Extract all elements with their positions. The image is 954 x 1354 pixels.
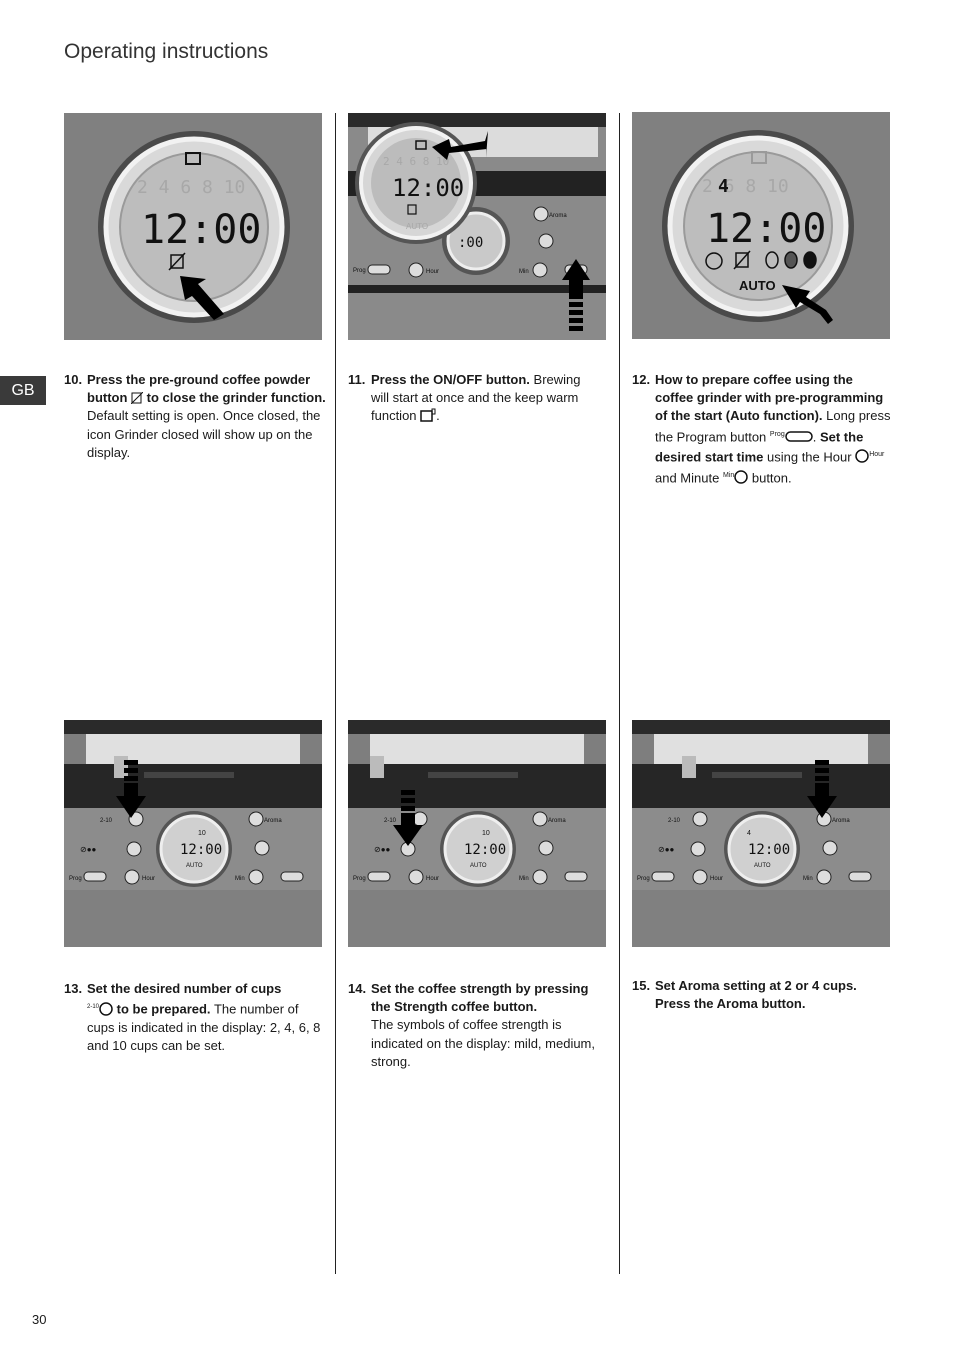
svg-text:2 6 8 10: 2 6 8 10 [702, 176, 789, 197]
step-13: 13. Set the desired number of cups 2-10 … [64, 980, 326, 1055]
step-description: The symbols of coffee strength is indica… [371, 1017, 596, 1069]
svg-text:Aroma: Aroma [264, 818, 282, 824]
svg-text:12:00: 12:00 [180, 842, 222, 858]
min-label: Min [722, 471, 735, 479]
svg-text:Prog: Prog [69, 876, 82, 882]
language-tab: GB [0, 376, 46, 405]
step-description: Default setting is open. Once closed, th… [87, 408, 321, 460]
svg-text:2-10: 2-10 [100, 818, 113, 824]
step-number: 10. [64, 372, 83, 387]
arrow-icon [562, 259, 590, 299]
svg-text:Hour: Hour [710, 876, 723, 882]
step-number: 12. [632, 372, 651, 387]
step-number: 11. [348, 372, 366, 387]
step-description: and Minute [655, 470, 720, 485]
svg-text:12:00: 12:00 [706, 206, 826, 252]
step-15: 15. Set Aroma setting at 2 or 4 cups. Pr… [632, 977, 892, 1013]
figure-step-10: 2 4 6 8 10 12:00 [64, 113, 322, 340]
svg-text:Aroma: Aroma [548, 818, 566, 824]
step-number: 13. [64, 981, 83, 996]
figure-step-12: 2 6 8 10 4 12:00 AUTO [632, 112, 890, 339]
svg-text:AUTO: AUTO [470, 863, 487, 869]
svg-text:12:00: 12:00 [748, 842, 790, 858]
arrow-icon [393, 813, 423, 846]
step-instruction: to be prepared. [116, 1001, 211, 1017]
svg-text:12:00: 12:00 [464, 842, 506, 858]
step-14: 14. Set the coffee strength by pressing … [348, 980, 602, 1071]
arrow-icon [782, 285, 833, 324]
page-number: 30 [32, 1312, 47, 1327]
svg-text:Aroma: Aroma [549, 213, 567, 219]
step-instruction: Press the pre-ground coffee powder butto… [87, 372, 311, 406]
svg-text:AUTO: AUTO [739, 278, 776, 293]
svg-text:⊘●●: ⊘●● [374, 845, 391, 854]
step-10: 10. Press the pre-ground coffee powder b… [64, 371, 326, 462]
svg-text::00: :00 [458, 235, 483, 251]
lcd-time: 12:00 [141, 207, 261, 253]
hour-label: Hour [869, 451, 885, 459]
svg-text:Hour: Hour [426, 876, 439, 882]
arrow-icon [807, 783, 837, 818]
step-description: The number of cups is indicated in the d… [87, 1001, 321, 1053]
svg-text:AUTO: AUTO [186, 863, 203, 869]
cups-button-icon [99, 1001, 113, 1016]
step-number: 15. [632, 978, 651, 993]
grinder-closed-icon [131, 392, 144, 405]
page-title: Operating instructions [64, 40, 269, 63]
step-instruction: Set Aroma setting at 2 or 4 cups. Press … [655, 978, 857, 1012]
prog-label: Prog [769, 430, 785, 438]
figure-step-14: 2-10 ⊘●● 10 12:00 AUTO Aroma Prog Hour M… [348, 720, 606, 947]
svg-text:2 4 6 8 10: 2 4 6 8 10 [137, 177, 245, 198]
step-12: 12. How to prepare coffee using the coff… [632, 371, 892, 487]
hour-button-icon [855, 449, 869, 464]
svg-text:Min: Min [519, 269, 529, 275]
figure-step-11: :00 Aroma Prog Hour Min 2 4 6 8 10 12:00… [348, 113, 606, 340]
svg-text:2 4 6 8 10: 2 4 6 8 10 [383, 155, 449, 168]
step-11: 11. Press the ON/OFF button. Brewing wil… [348, 371, 598, 426]
svg-text:Min: Min [803, 876, 813, 882]
column-divider [619, 113, 620, 1274]
svg-text:Aroma: Aroma [832, 818, 850, 824]
svg-text:⊘●●: ⊘●● [80, 845, 97, 854]
arrow-icon [180, 276, 224, 320]
arrow-icon [432, 131, 488, 160]
figure-step-13: 2-10 ⊘●● 10 12:00 AUTO Aroma Prog Hour M… [64, 720, 322, 947]
step-instruction: Set the desired number of cups [87, 981, 282, 996]
step-instruction: Set the desired start time [655, 428, 864, 465]
arrow-icon [116, 783, 146, 818]
cups-label: 2-10 [87, 1004, 100, 1011]
step-instruction: Set the coffee strength by pressing the … [371, 981, 589, 1015]
column-divider [335, 113, 336, 1274]
svg-text:2-10: 2-10 [384, 818, 397, 824]
svg-text:10: 10 [482, 830, 490, 837]
step-description: Brewing will start at once and the keep … [371, 372, 581, 424]
svg-text:12:00: 12:00 [392, 174, 464, 202]
step-description: button. [751, 470, 792, 485]
step-number: 14. [348, 981, 367, 996]
step-description: using the Hour [767, 449, 852, 465]
svg-text:4: 4 [718, 176, 729, 197]
svg-text:4: 4 [747, 830, 751, 837]
svg-text:Prog: Prog [353, 268, 366, 274]
figure-step-15: 2-10 ⊘●● 4 12:00 AUTO Aroma Prog Hour Mi… [632, 720, 890, 947]
svg-text:Prog: Prog [637, 876, 650, 882]
minute-button-icon [734, 470, 748, 484]
svg-text:Hour: Hour [142, 876, 155, 882]
svg-text:Hour: Hour [426, 269, 439, 275]
svg-text:⊘●●: ⊘●● [658, 845, 675, 854]
keep-warm-icon [420, 408, 436, 423]
svg-text:10: 10 [198, 830, 206, 837]
svg-text:Prog: Prog [353, 876, 366, 882]
svg-text:Min: Min [235, 876, 245, 882]
step-instruction: to close the grinder function. [146, 390, 326, 406]
step-description: Long press the Program button [655, 408, 891, 444]
svg-text:AUTO: AUTO [406, 222, 428, 231]
svg-text:Min: Min [519, 876, 529, 882]
svg-text:2-10: 2-10 [668, 818, 681, 824]
step-instruction: Press the ON/OFF button. [371, 372, 530, 387]
svg-text:AUTO: AUTO [754, 863, 771, 869]
step-instruction: How to prepare coffee using the coffee g… [655, 372, 884, 424]
prog-button-icon [784, 431, 813, 442]
